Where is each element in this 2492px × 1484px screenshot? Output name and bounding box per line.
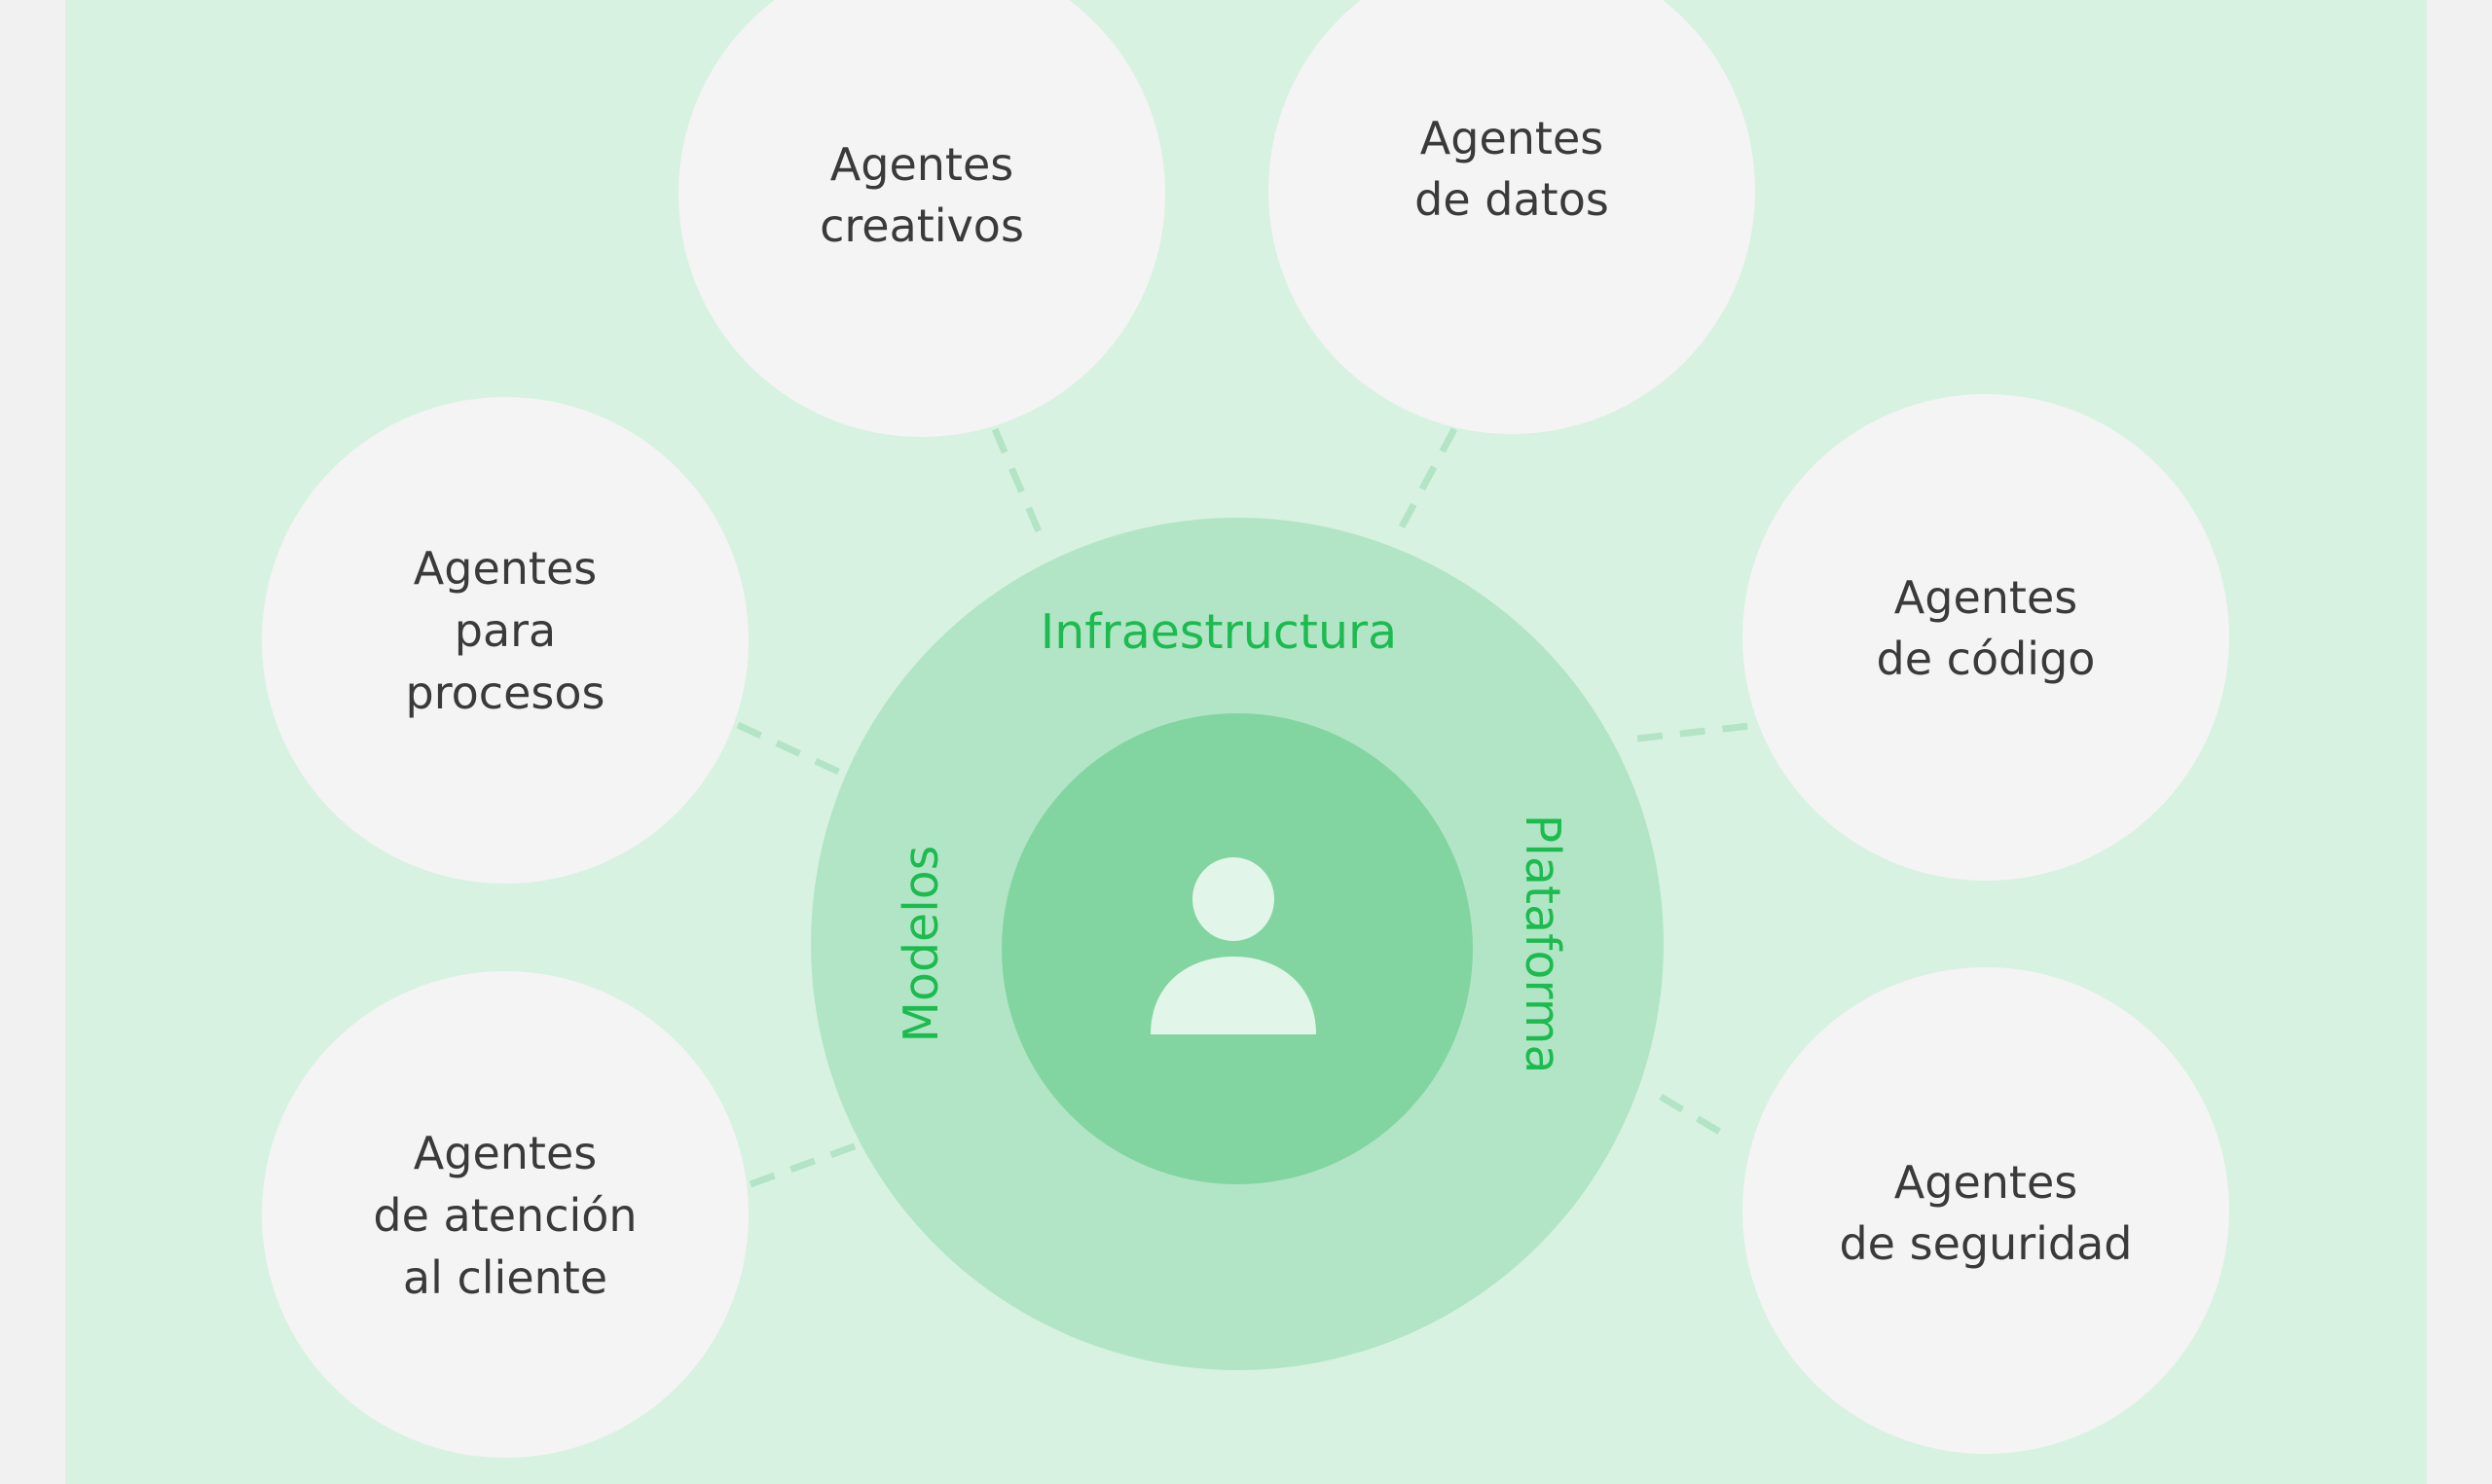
agent-label-line: Agentes <box>830 138 1013 191</box>
agent-label-line: de código <box>1877 633 2096 685</box>
connector-creativos <box>991 427 1048 547</box>
connector-datos <box>1395 427 1458 534</box>
label-modelos: Modelos <box>894 846 949 1043</box>
agent-label-line: Agentes <box>414 542 597 595</box>
agent-label-line: Agentes <box>414 1127 597 1179</box>
connector-codigo <box>1636 721 1759 742</box>
agent-label-line: procesos <box>406 667 605 719</box>
connectors <box>736 427 1759 1188</box>
agent-node-creativos: Agentes creativos <box>678 0 1165 437</box>
agent-label-line: de datos <box>1414 173 1609 226</box>
user-icon <box>1151 857 1316 1034</box>
agent-label-line: de atención <box>373 1189 637 1242</box>
label-plataforma: Plataforma <box>1515 814 1570 1074</box>
agent-label-line: para <box>455 604 557 657</box>
agent-label-line: creativos <box>820 199 1024 252</box>
agent-label-line: de seguridad <box>1839 1217 2132 1270</box>
connector-procesos <box>736 721 849 779</box>
agent-label-line: al cliente <box>403 1251 607 1304</box>
agent-label-line: Agentes <box>1894 571 2077 624</box>
agent-node-codigo: Agentes de código <box>1742 394 2229 881</box>
agent-node-procesos: Agentes para procesos <box>262 397 749 884</box>
agent-label-line: Agentes <box>1894 1156 2077 1209</box>
connector-atencion <box>749 1140 861 1188</box>
agent-label-line: Agentes <box>1420 112 1603 164</box>
connector-seguridad <box>1659 1093 1735 1143</box>
inner-circle <box>1002 713 1473 1184</box>
agent-node-seguridad: Agentes de seguridad <box>1742 967 2229 1454</box>
agent-node-atencion: Agentes de atención al cliente <box>262 971 749 1458</box>
label-infraestructura: Infraestructura <box>1041 604 1397 660</box>
agent-node-datos: Agentes de datos <box>1268 0 1755 434</box>
